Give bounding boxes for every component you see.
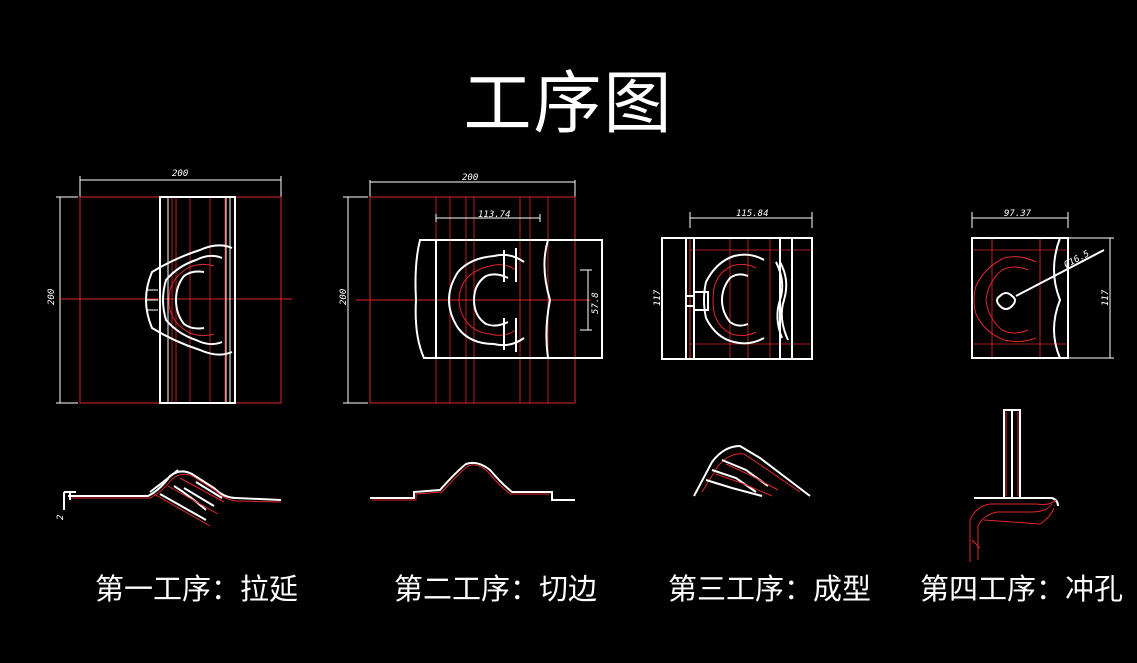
step1-section-view: 2 bbox=[56, 469, 282, 527]
drawing-title: 工序图 bbox=[463, 65, 674, 144]
step1-plan-view: 200 200 bbox=[47, 169, 292, 404]
step2-section-view bbox=[370, 461, 575, 501]
step4-dim-hole: Ø16.5 bbox=[1062, 248, 1091, 270]
step2-plan-view: 200 200 113.74 57.8 bbox=[339, 173, 603, 404]
step1-dim-height: 200 bbox=[47, 289, 57, 305]
step2-dim-side: 57.8 bbox=[591, 292, 601, 314]
step1-dim-side: 2 bbox=[56, 515, 66, 520]
step1-caption: 第一工序：拉延 bbox=[95, 572, 299, 606]
step4-plan-view: 97.37 117 Ø16.5 bbox=[971, 209, 1114, 359]
step3-caption: 第三工序：成型 bbox=[668, 572, 872, 606]
step2-dim-height: 200 bbox=[339, 289, 349, 305]
step3-dim-height: 117 bbox=[653, 289, 663, 306]
step3-dim-width: 115.84 bbox=[736, 209, 769, 219]
step2-dim-width: 200 bbox=[462, 173, 478, 183]
step4-caption: 第四工序：冲孔 bbox=[920, 572, 1124, 606]
step4-section-view bbox=[969, 409, 1059, 562]
step3-plan-view: 115.84 117 bbox=[653, 209, 813, 360]
step4-dim-height: 117 bbox=[1101, 289, 1111, 306]
step4-dim-width: 97.37 bbox=[1004, 209, 1032, 219]
step2-dim-inner: 113.74 bbox=[478, 210, 511, 220]
step3-section-view bbox=[693, 444, 811, 497]
step2-caption: 第二工序：切边 bbox=[394, 572, 598, 606]
step1-dim-width: 200 bbox=[172, 169, 188, 179]
